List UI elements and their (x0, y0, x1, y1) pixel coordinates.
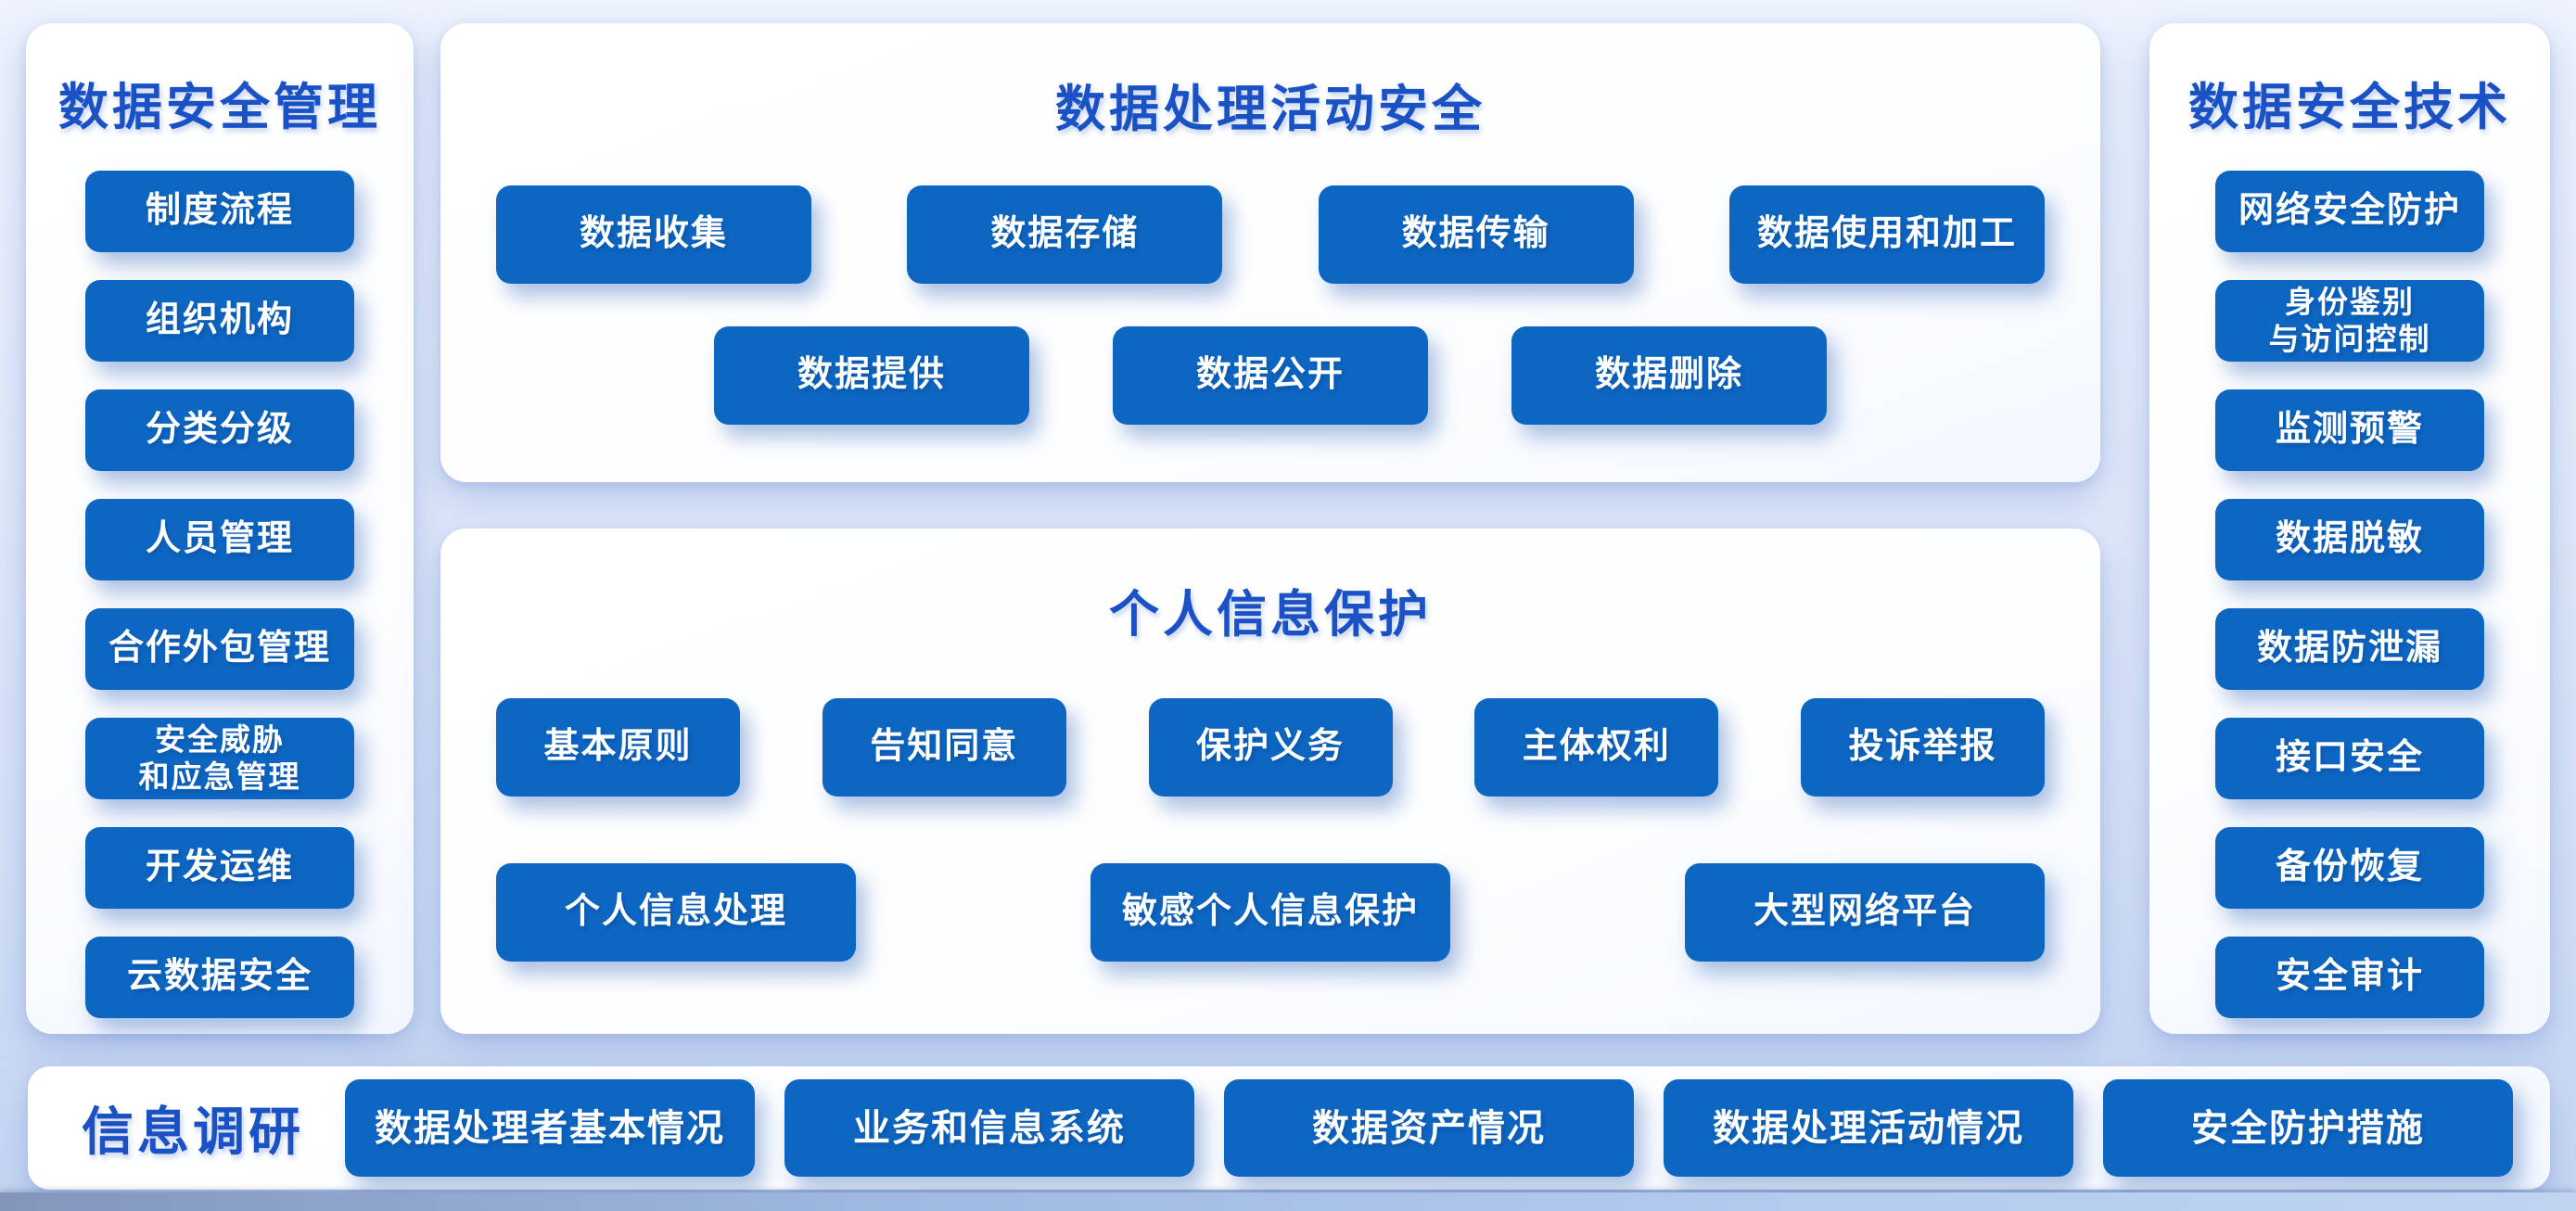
processing-item-transmission: 数据传输 (1318, 185, 1634, 284)
survey-item-protection-measures: 安全防护措施 (2103, 1079, 2513, 1177)
management-item-outsourcing: 合作外包管理 (85, 608, 354, 690)
processing-item-storage: 数据存储 (907, 185, 1223, 284)
personal-info-panel: 个人信息保护 基本原则 告知同意 保护义务 主体权利 投诉举报 个人信息处理 敏… (440, 529, 2100, 1034)
survey-panel: 信息调研 数据处理者基本情况 业务和信息系统 数据资产情况 数据处理活动情况 安… (28, 1066, 2550, 1190)
personal-info-row-2: 个人信息处理 敏感个人信息保护 大型网络平台 (496, 863, 2045, 962)
personal-item-consent: 告知同意 (822, 698, 1066, 797)
processing-item-disclosure: 数据公开 (1113, 326, 1428, 425)
technology-item-api-security: 接口安全 (2215, 718, 2484, 799)
processing-row-1: 数据收集 数据存储 数据传输 数据使用和加工 (496, 185, 2045, 284)
processing-item-collection: 数据收集 (496, 185, 811, 284)
survey-item-data-assets: 数据资产情况 (1224, 1079, 1634, 1177)
personal-item-obligations: 保护义务 (1148, 698, 1393, 797)
processing-panel: 数据处理活动安全 数据收集 数据存储 数据传输 数据使用和加工 数据提供 数据公… (440, 23, 2100, 482)
survey-item-business-systems: 业务和信息系统 (784, 1079, 1194, 1177)
technology-item-identity-access: 身份鉴别 与访问控制 (2215, 280, 2484, 362)
personal-item-pi-processing: 个人信息处理 (496, 863, 856, 962)
management-item-classification: 分类分级 (85, 389, 354, 471)
management-item-process: 制度流程 (85, 171, 354, 252)
management-item-threat-emergency: 安全威胁 和应急管理 (85, 718, 354, 799)
management-item-personnel: 人员管理 (85, 499, 354, 580)
processing-panel-title: 数据处理活动安全 (1055, 82, 1486, 137)
management-item-cloud-data: 云数据安全 (85, 937, 354, 1018)
technology-item-backup-recovery: 备份恢复 (2215, 827, 2484, 909)
technology-item-monitoring: 监测预警 (2215, 389, 2484, 471)
personal-item-subject-rights: 主体权利 (1474, 698, 1719, 797)
management-panel-title: 数据安全管理 (58, 80, 381, 135)
personal-item-sensitive-pi: 敏感个人信息保护 (1090, 863, 1450, 962)
technology-item-audit: 安全审计 (2215, 937, 2484, 1018)
personal-info-panel-title: 个人信息保护 (1109, 587, 1432, 643)
management-item-organization: 组织机构 (85, 280, 354, 362)
technology-item-masking: 数据脱敏 (2215, 499, 2484, 580)
survey-label: 信息调研 (82, 1103, 304, 1161)
management-panel: 数据安全管理 制度流程 组织机构 分类分级 人员管理 合作外包管理 安全威胁 和… (26, 23, 414, 1034)
processing-row-2: 数据提供 数据公开 数据删除 (440, 326, 2100, 425)
personal-item-principles: 基本原则 (496, 698, 740, 797)
bottom-decorative-strip (0, 1192, 2576, 1211)
processing-item-provision: 数据提供 (714, 326, 1029, 425)
personal-item-large-platform: 大型网络平台 (1685, 863, 2045, 962)
management-item-devops: 开发运维 (85, 827, 354, 909)
technology-item-network-protection: 网络安全防护 (2215, 171, 2484, 252)
survey-item-processing-activities: 数据处理活动情况 (1664, 1079, 2073, 1177)
personal-info-row-1: 基本原则 告知同意 保护义务 主体权利 投诉举报 (496, 698, 2045, 797)
management-item-list: 制度流程 组织机构 分类分级 人员管理 合作外包管理 安全威胁 和应急管理 开发… (26, 171, 414, 1018)
processing-item-use-processing: 数据使用和加工 (1728, 185, 2045, 284)
survey-item-list: 数据处理者基本情况 业务和信息系统 数据资产情况 数据处理活动情况 安全防护措施 (345, 1079, 2513, 1177)
technology-panel: 数据安全技术 网络安全防护 身份鉴别 与访问控制 监测预警 数据脱敏 数据防泄漏… (2149, 23, 2550, 1034)
technology-panel-title: 数据安全技术 (2188, 80, 2511, 135)
personal-item-complaints: 投诉举报 (1801, 698, 2045, 797)
technology-item-list: 网络安全防护 身份鉴别 与访问控制 监测预警 数据脱敏 数据防泄漏 接口安全 备… (2149, 171, 2550, 1018)
survey-item-processor-basics: 数据处理者基本情况 (345, 1079, 755, 1177)
technology-item-leak-prevention: 数据防泄漏 (2215, 608, 2484, 690)
processing-item-deletion: 数据删除 (1511, 326, 1827, 425)
